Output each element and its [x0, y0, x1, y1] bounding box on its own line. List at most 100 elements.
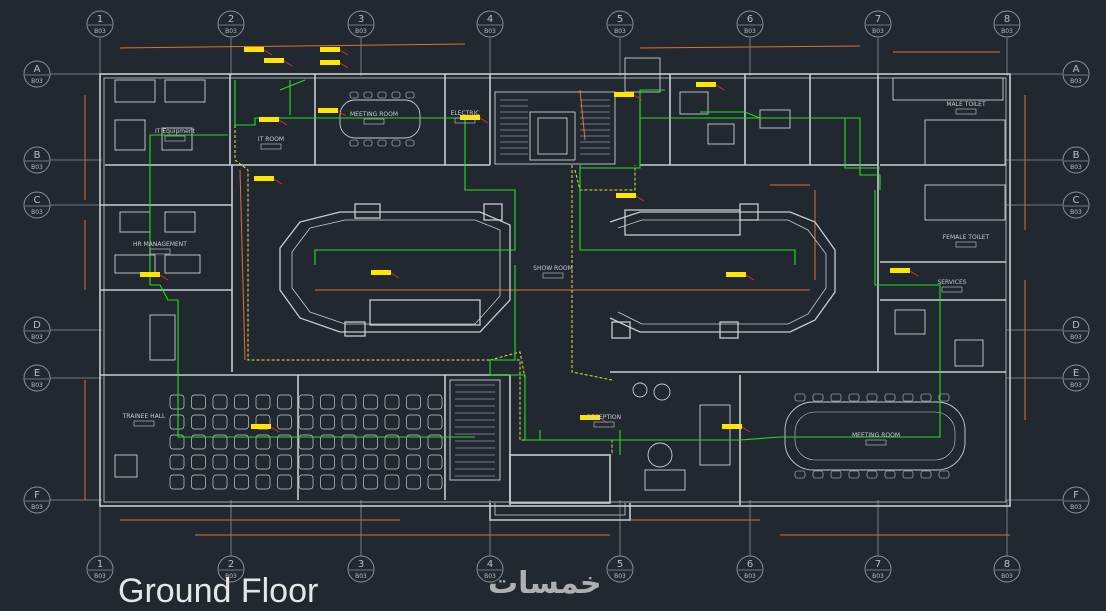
row-sheet-ref: B03: [1070, 504, 1082, 511]
column-label: 4: [487, 14, 493, 25]
equipment-tag: [696, 82, 716, 87]
equipment-tag: [244, 47, 264, 52]
column-label: 8: [1004, 14, 1010, 25]
room-label-it: IT Equipment: [155, 128, 196, 135]
equipment-tag: [614, 92, 634, 97]
grid-lines: [50, 38, 1062, 556]
row-bubble-e: E B03: [23, 364, 51, 392]
room-label-showroom: SHOW ROOM: [533, 265, 573, 272]
column-sheet-ref: B03: [94, 573, 106, 580]
column-sheet-ref: B03: [355, 28, 367, 35]
row-label: A: [1073, 64, 1080, 75]
equipment-tag: [722, 424, 742, 429]
column-sheet-ref: B03: [1001, 28, 1013, 35]
row-bubble-b: B B03: [23, 146, 51, 174]
row-bubble-c: C B03: [1062, 191, 1090, 219]
column-sheet-ref: B03: [225, 28, 237, 35]
room-label-services: SERVICES: [937, 279, 966, 286]
equipment-tag: [726, 272, 746, 277]
column-label: 7: [875, 14, 881, 25]
row-label: C: [34, 195, 41, 206]
equipment-tag: [259, 117, 279, 122]
column-sheet-ref: B03: [355, 573, 367, 580]
row-label: F: [1073, 490, 1079, 501]
row-sheet-ref: B03: [31, 504, 43, 511]
equipment-tag: [460, 115, 480, 120]
column-label: 3: [358, 559, 364, 570]
equipment-tags: [140, 47, 919, 433]
row-sheet-ref: B03: [31, 382, 43, 389]
row-sheet-ref: B03: [31, 209, 43, 216]
room-labels: IT Equipment IT ROOM MEETING ROOM ELECTRIC H…: [122, 101, 990, 446]
row-label: D: [33, 320, 41, 331]
room-label-itroom: IT ROOM: [258, 136, 284, 143]
row-bubble-a: A B03: [23, 60, 51, 88]
room-label-maletoilet: MALE TOILET: [946, 101, 986, 108]
row-sheet-ref: B03: [31, 78, 43, 85]
row-sheet-ref: B03: [1070, 334, 1082, 341]
room-label-electric: ELECTRIC: [451, 110, 480, 117]
row-label: B: [34, 150, 41, 161]
equipment-tag: [264, 58, 284, 63]
equipment-tag: [580, 415, 600, 420]
equipment-tag: [371, 270, 391, 275]
row-label: E: [1073, 368, 1079, 379]
showroom-display: [279, 203, 836, 339]
equipment-tag: [320, 60, 340, 65]
column-sheet-ref: B03: [484, 28, 496, 35]
row-bubble-f: F B03: [23, 486, 51, 514]
room-label-hr: HR MANAGEMENT: [133, 241, 187, 248]
drawing-title: Ground Floor: [118, 572, 319, 610]
column-sheet-ref: B03: [744, 28, 756, 35]
equipment-tag: [890, 268, 910, 273]
row-sheet-ref: B03: [31, 334, 43, 341]
column-label: 6: [747, 559, 753, 570]
column-label: 4: [487, 559, 493, 570]
row-bubble-d: D B03: [1062, 316, 1090, 344]
column-sheet-ref: B03: [225, 573, 237, 580]
row-label: D: [1072, 320, 1080, 331]
building-walls: [99, 73, 1011, 521]
row-sheet-ref: B03: [1070, 164, 1082, 171]
equipment-tag: [254, 176, 274, 181]
row-sheet-ref: B03: [31, 164, 43, 171]
furniture: [114, 77, 1006, 491]
row-label: B: [1073, 150, 1080, 161]
column-label: 3: [358, 14, 364, 25]
row-label: E: [34, 368, 40, 379]
column-sheet-ref: B03: [872, 573, 884, 580]
row-label: C: [1073, 195, 1080, 206]
row-label: F: [34, 490, 40, 501]
column-sheet-ref: B03: [614, 573, 626, 580]
column-label: 7: [875, 559, 881, 570]
column-sheet-ref: B03: [744, 573, 756, 580]
row-bubble-d: D B03: [23, 316, 51, 344]
row-label: A: [34, 64, 41, 75]
row-sheet-ref: B03: [1070, 209, 1082, 216]
equipment-tag: [251, 424, 271, 429]
row-bubble-b: B B03: [1062, 146, 1090, 174]
room-label-meeting2: MEETING ROOM: [852, 432, 900, 439]
room-label-femaletoilet: FEMALE TOILET: [943, 234, 990, 241]
column-sheet-ref: B03: [872, 28, 884, 35]
column-sheet-ref: B03: [614, 28, 626, 35]
network-cabling: [149, 79, 941, 455]
